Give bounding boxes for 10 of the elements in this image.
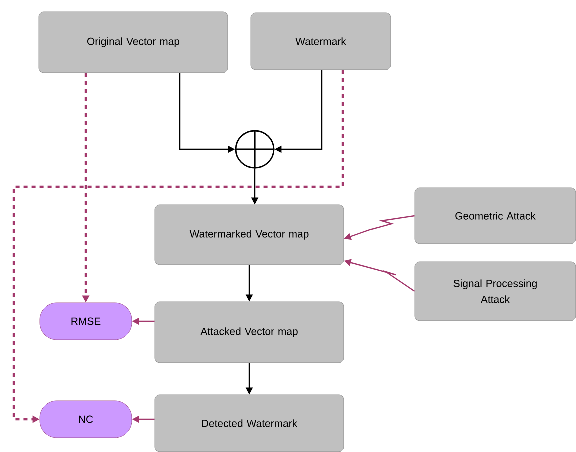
process-box: Geometric Attack (414, 188, 576, 244)
terminal-box: RMSE (40, 302, 132, 340)
process-box: Original Vector map (38, 12, 228, 74)
process-box: Watermarked Vector map (154, 204, 344, 266)
process-box: Detected Watermark (154, 394, 344, 452)
summing-junction-symbol (234, 130, 276, 170)
process-box: Watermark (250, 12, 392, 70)
process-box: Signal Processing Attack (414, 262, 576, 322)
process-box: Attacked Vector map (154, 302, 344, 364)
terminal-box: NC (40, 400, 132, 438)
